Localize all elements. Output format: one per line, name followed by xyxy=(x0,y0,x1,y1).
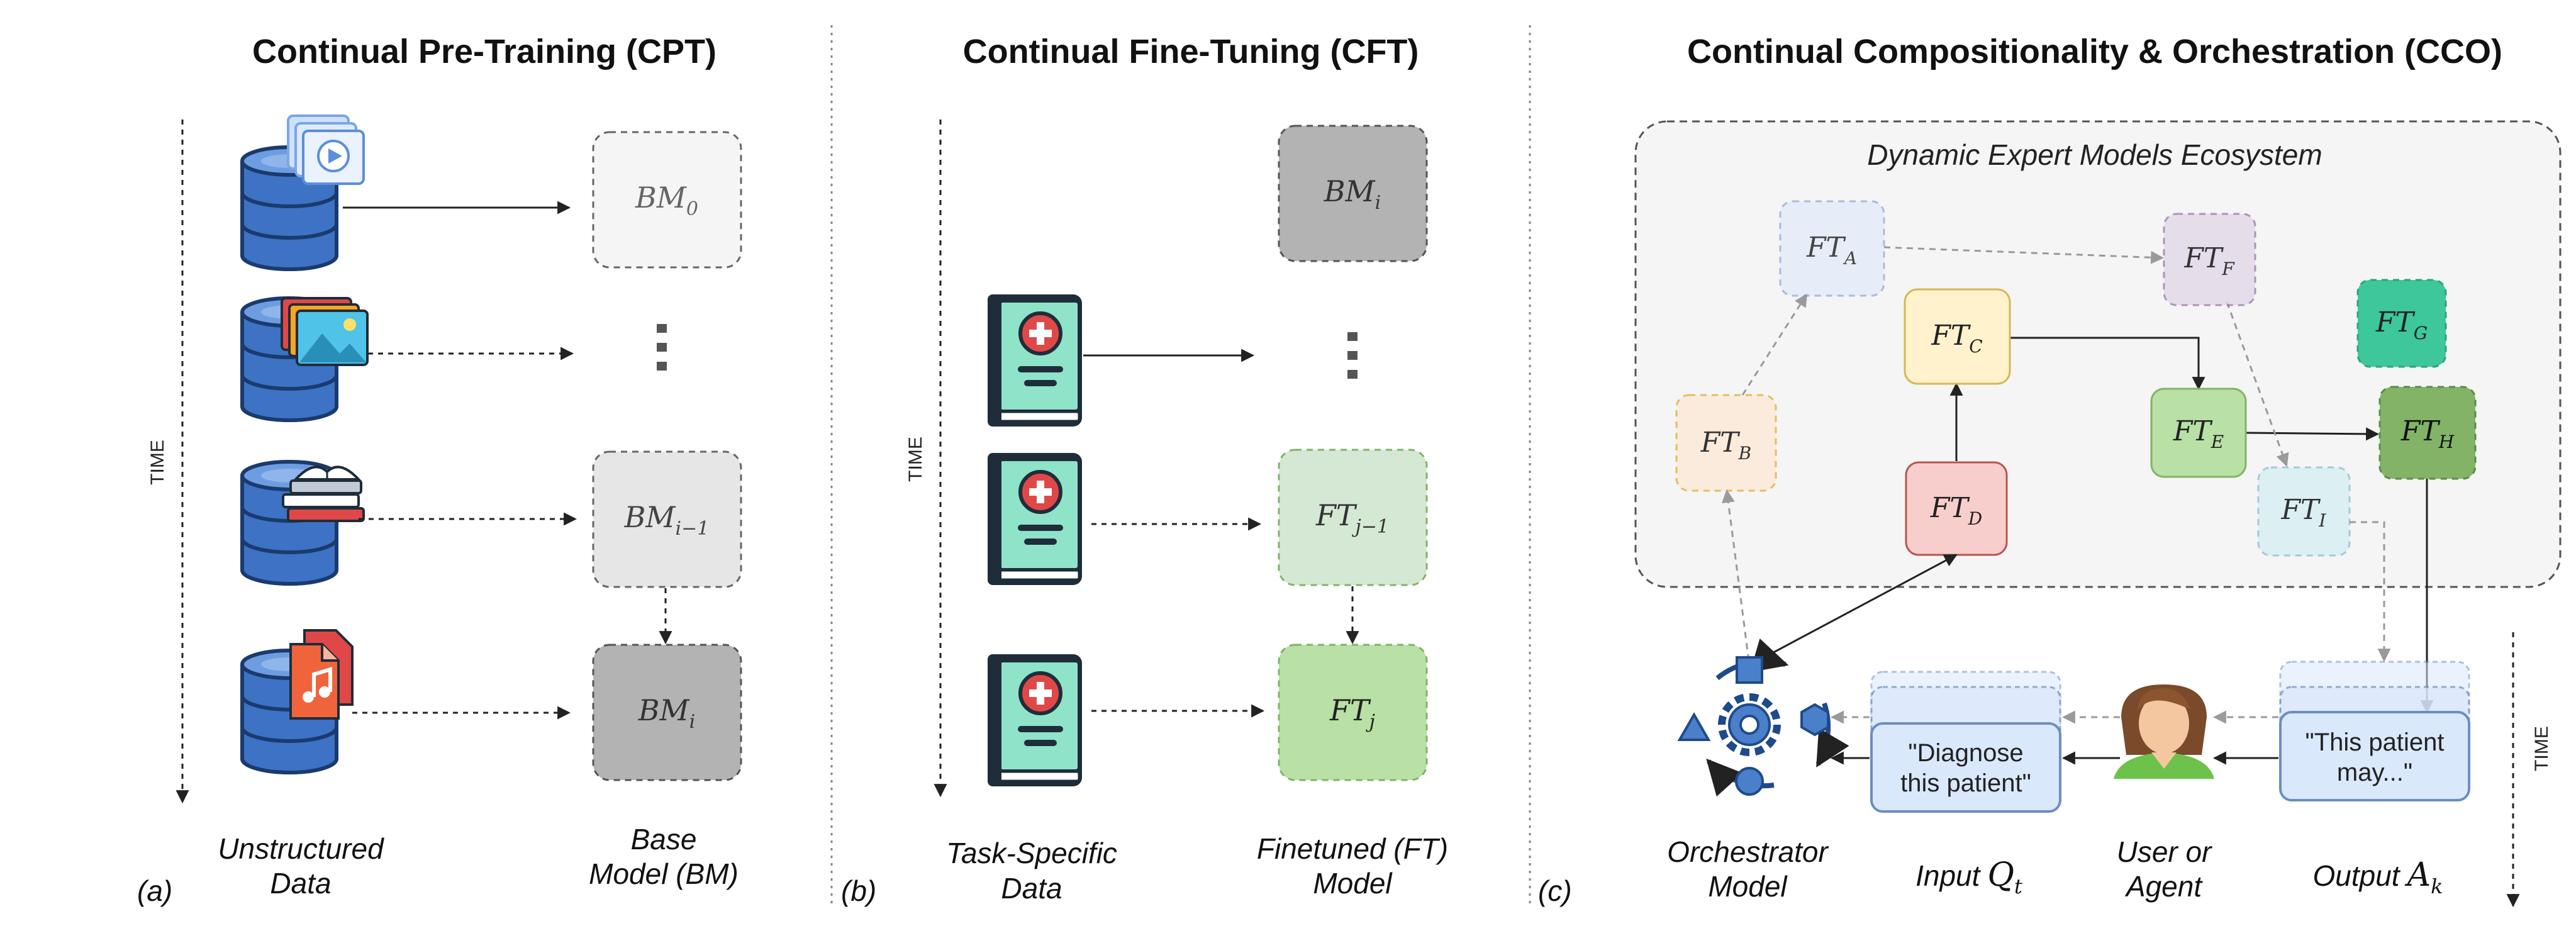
svg-text:this patient": this patient" xyxy=(1900,769,2031,797)
column-label-data: Data xyxy=(1001,872,1062,905)
flow-arrow xyxy=(1758,554,1958,662)
svg-text:"This patient: "This patient xyxy=(2306,728,2445,756)
user-icon xyxy=(2114,684,2214,779)
expert-link xyxy=(1883,246,2165,264)
panel-cft-title: Continual Fine-Tuning (CFT) xyxy=(963,33,1419,70)
column-label-model: Base xyxy=(631,823,697,856)
panel-tag: (a) xyxy=(137,874,172,907)
label-user: Agent xyxy=(2124,870,2203,903)
column-label-data: Task-Specific xyxy=(946,837,1117,869)
expert-node-g: FTG xyxy=(2356,279,2447,368)
column-label-model: Model xyxy=(1313,867,1393,900)
expert-node-f: FTF xyxy=(2163,213,2256,306)
output-answer-box: "This patient may..." xyxy=(2279,661,2470,801)
audio-file-icon xyxy=(289,629,354,720)
panel-cpt-title: Continual Pre-Training (CPT) xyxy=(252,33,716,70)
flow-arrow xyxy=(2350,521,2391,662)
flow-arrow xyxy=(1722,489,1750,661)
model-box-bm-prev: BMi−1 xyxy=(592,450,742,588)
expert-node-b: FTB xyxy=(1675,394,1777,492)
expert-node-d: FTD xyxy=(1905,461,2008,556)
expert-link xyxy=(2010,337,2205,391)
svg-text:FTA: FTA xyxy=(1806,232,1857,269)
svg-text:BMi−1: BMi−1 xyxy=(624,500,710,540)
svg-text:may...": may..." xyxy=(2337,759,2412,786)
svg-text:BMi: BMi xyxy=(1324,174,1381,214)
expert-node-h: FTH xyxy=(2378,386,2477,480)
ellipsis-marker xyxy=(657,324,667,371)
model-box-bm-base: BMi xyxy=(1278,125,1428,262)
expert-link xyxy=(1741,293,1808,396)
panel-cco: Continual Compositionality & Orchestrati… xyxy=(1538,33,2562,908)
image-icon xyxy=(281,297,369,366)
model-box-ft-prev: FTj−1 xyxy=(1278,449,1428,586)
column-label-data: Unstructured xyxy=(218,832,384,865)
svg-text:FTj: FTj xyxy=(1329,693,1375,733)
orchestrator-icon xyxy=(1677,638,1849,797)
label-orchestrator: Model xyxy=(1708,870,1788,903)
time-label: TIME xyxy=(147,440,168,485)
panel-cpt: Continual Pre-Training (CPT) TIME xyxy=(137,33,742,907)
panel-tag: (c) xyxy=(1538,874,1572,907)
model-box-ft-current: FTj xyxy=(1278,644,1428,781)
books-icon xyxy=(282,466,365,522)
panel-cft: Continual Fine-Tuning (CFT) TIME BMi FTj… xyxy=(841,33,1448,907)
medical-book-icon xyxy=(988,654,1082,786)
expert-node-e: FTE xyxy=(2150,388,2247,478)
panel-cco-title: Continual Compositionality & Orchestrati… xyxy=(1687,33,2502,70)
expert-node-a: FTA xyxy=(1779,200,1885,297)
svg-text:BMi: BMi xyxy=(638,693,696,733)
svg-text:FTD: FTD xyxy=(1930,492,1982,529)
svg-text:FTI: FTI xyxy=(2281,494,2327,531)
svg-text:FTj−1: FTj−1 xyxy=(1315,498,1389,538)
column-label-model: Model (BM) xyxy=(589,857,739,890)
expert-link xyxy=(2245,427,2380,441)
svg-text:FTB: FTB xyxy=(1700,427,1751,464)
svg-text:FTC: FTC xyxy=(1931,320,1982,357)
column-label-data: Data xyxy=(270,867,331,900)
svg-text:FTH: FTH xyxy=(2400,415,2455,452)
svg-text:BM0: BM0 xyxy=(635,181,698,220)
time-label: TIME xyxy=(905,437,926,482)
svg-text:FTG: FTG xyxy=(2375,306,2428,343)
label-user: User or xyxy=(2117,835,2212,868)
ellipsis-marker xyxy=(1347,332,1358,379)
label-orchestrator: Orchestrator xyxy=(1667,835,1829,868)
ecosystem-title: Dynamic Expert Models Ecosystem xyxy=(1867,138,2322,171)
expert-node-c: FTC xyxy=(1904,288,2011,385)
svg-text:"Diagnose: "Diagnose xyxy=(1908,739,2023,767)
time-label: TIME xyxy=(2531,726,2552,771)
column-label-model: Finetuned (FT) xyxy=(1257,832,1448,865)
panel-tag: (b) xyxy=(841,874,876,907)
model-box-bm-current: BMi xyxy=(592,644,742,781)
medical-book-icon xyxy=(988,453,1082,585)
svg-text:FTE: FTE xyxy=(2173,415,2224,452)
model-box-bm0: BM0 xyxy=(592,131,742,269)
video-icon xyxy=(287,114,365,185)
input-query-box: "Diagnose this patient" xyxy=(1870,671,2061,813)
medical-book-icon xyxy=(988,294,1082,427)
expert-node-i: FTI xyxy=(2257,466,2351,557)
svg-text:FTF: FTF xyxy=(2183,242,2235,279)
